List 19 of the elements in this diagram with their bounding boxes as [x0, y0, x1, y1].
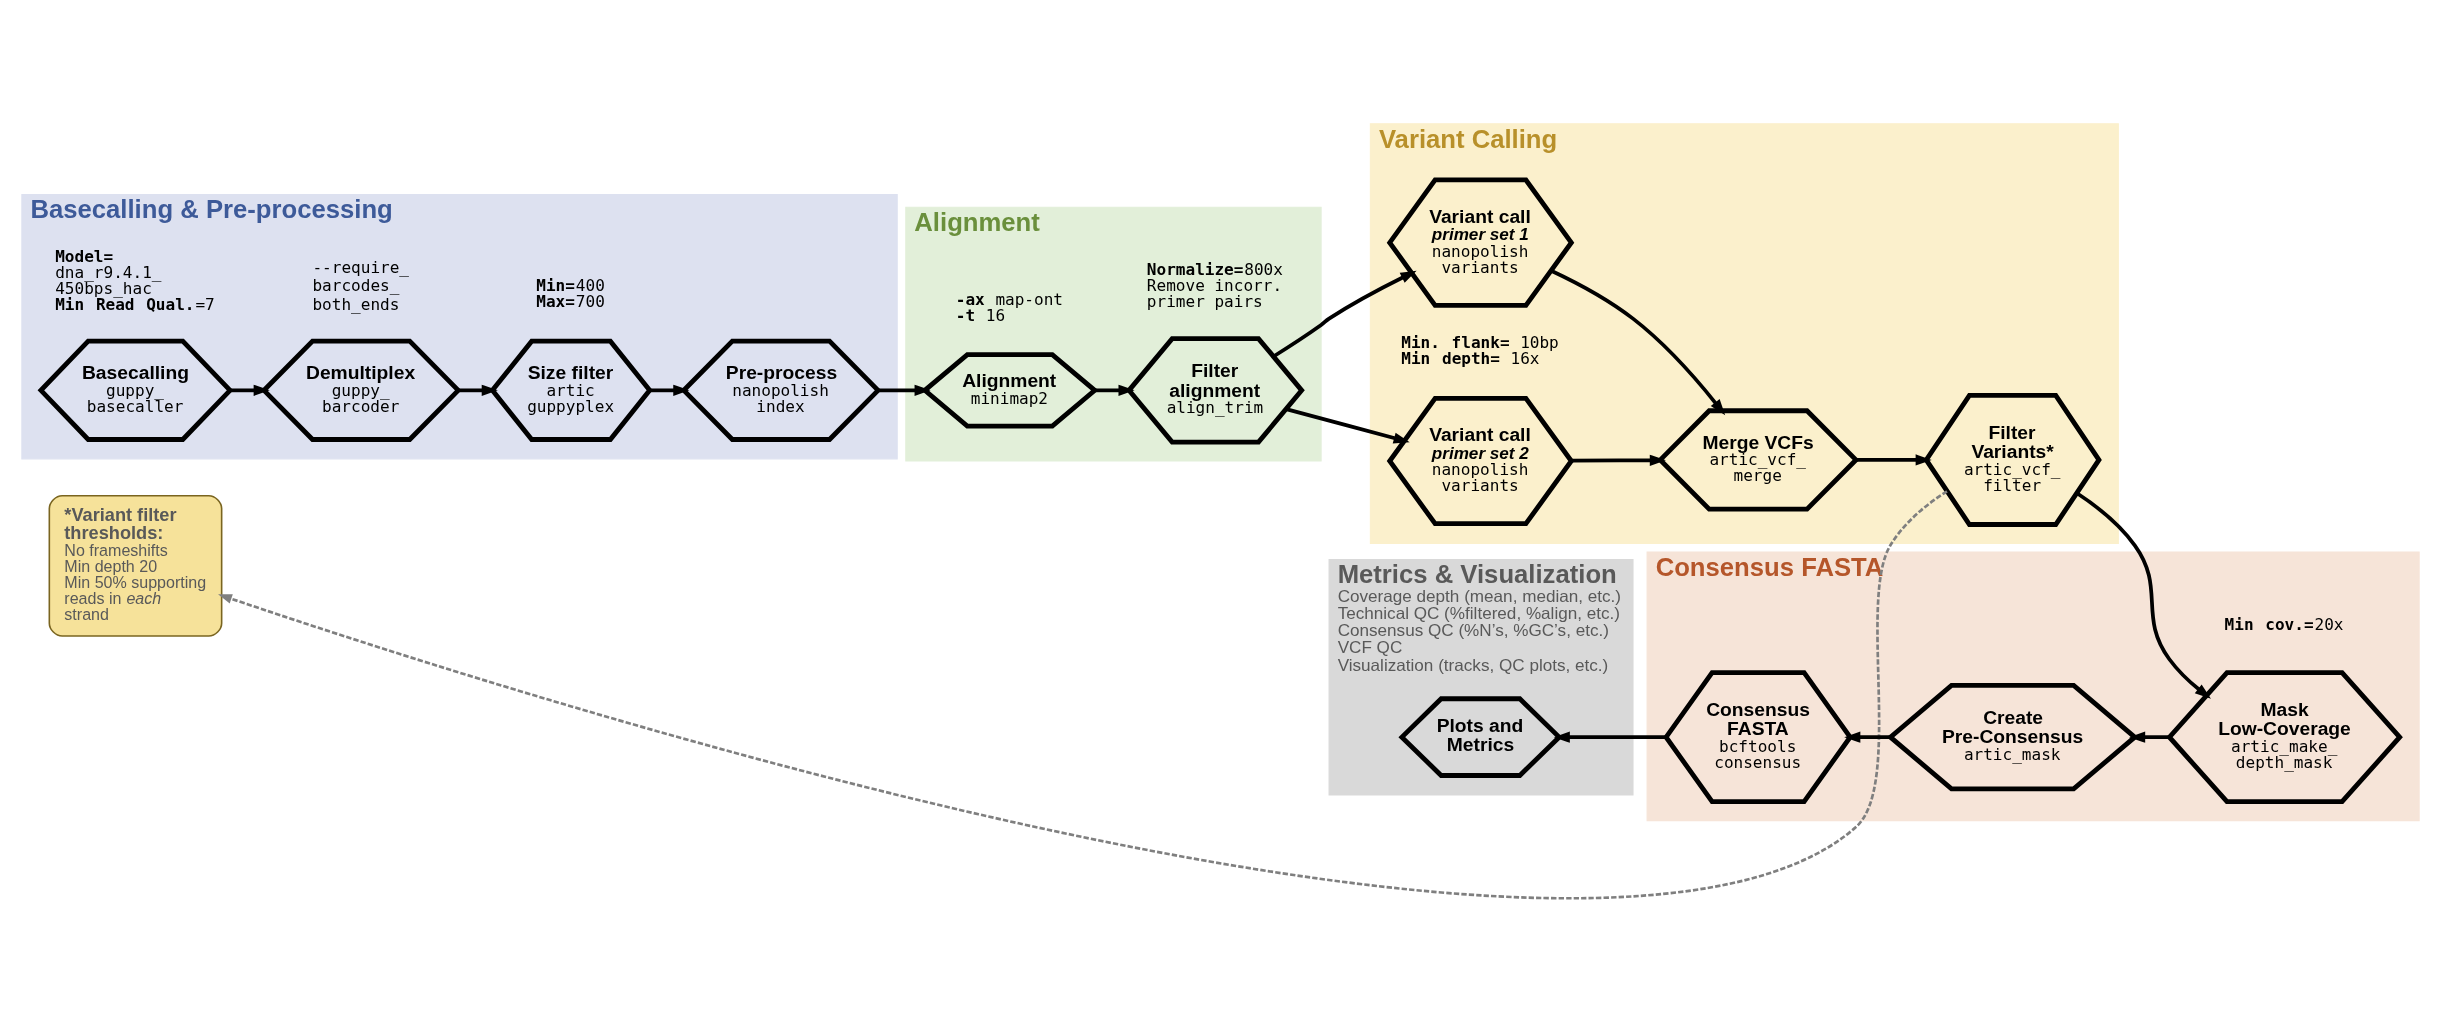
arrow — [878, 384, 931, 396]
arrow — [1571, 454, 1666, 466]
arrow — [2129, 731, 2170, 743]
arrow — [1550, 268, 1726, 415]
node-label: Min cov.=20x — [2224, 614, 2344, 634]
arrow — [1272, 270, 1417, 358]
node-label: Model= dna_r9.4.1_ 450bps_hac — [55, 246, 162, 298]
arrow — [649, 384, 690, 396]
arrow — [230, 384, 270, 396]
arrow — [458, 384, 498, 396]
arrow — [2076, 491, 2211, 699]
arrow — [1856, 453, 1932, 466]
node-box: *Variant filter thresholds: No frameshifts Min depth 20 Min 50% supporting reads in each strand — [48, 494, 223, 637]
arrow — [1553, 731, 1667, 743]
node-label: --require_ barcodes_ both_ends — [312, 257, 410, 314]
arrow — [1285, 406, 1410, 444]
arrow — [218, 489, 1948, 899]
arrow — [1844, 731, 1891, 743]
arrow — [1094, 384, 1135, 396]
